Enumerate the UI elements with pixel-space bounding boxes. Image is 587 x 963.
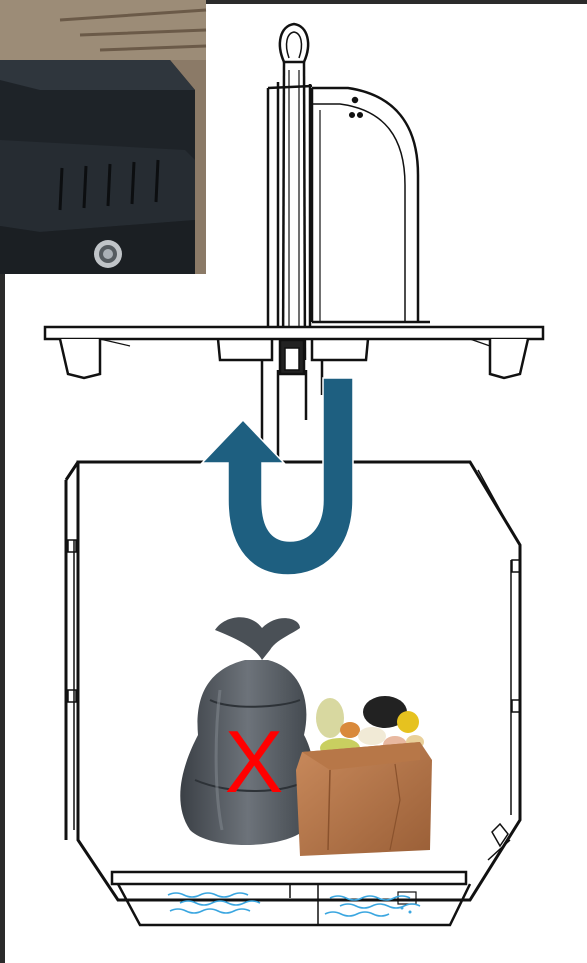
- dome-cover: [312, 88, 430, 322]
- vent-pipe: [268, 24, 312, 374]
- pipe-neck: [262, 360, 322, 462]
- rejected-cross: X: [225, 712, 284, 811]
- black-metal-bin-lid-photo: [0, 0, 206, 274]
